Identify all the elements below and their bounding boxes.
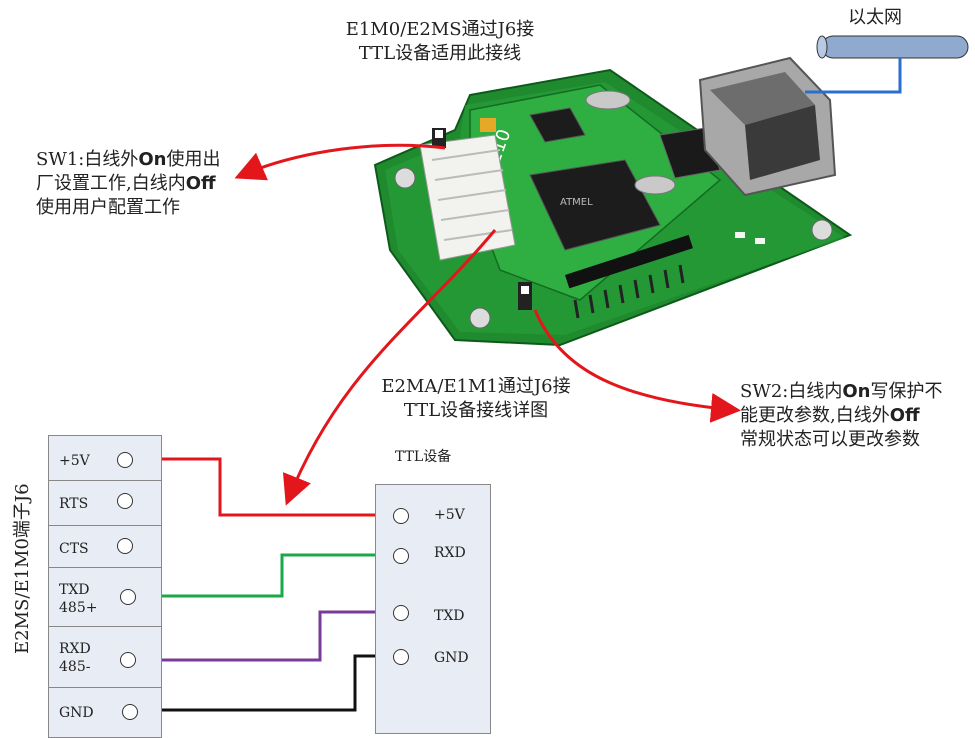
terminal-hole bbox=[117, 538, 133, 554]
wire-rxd-txd bbox=[135, 610, 392, 662]
wire-5v bbox=[133, 457, 392, 517]
terminal-hole bbox=[393, 605, 409, 621]
top-title: E1M0/E2MS通过J6接 TTL设备适用此接线 bbox=[330, 18, 550, 66]
ethernet-cable bbox=[821, 35, 969, 59]
j6-pin-row: TXD 485+ bbox=[49, 568, 161, 627]
j6-pin-row: GND bbox=[49, 688, 161, 738]
top-title-line1: E1M0/E2MS通过J6接 bbox=[345, 19, 535, 40]
sw2-note: SW2:白线内On写保护不 能更改参数,白线外Off 常规状态可以更改参数 bbox=[740, 381, 943, 450]
terminal-hole bbox=[120, 652, 136, 668]
sw1-note: SW1:白线外On使用出 厂设置工作,白线内Off 使用用户配置工作 bbox=[36, 149, 221, 218]
ttl-device-label: TTL设备 bbox=[395, 449, 452, 465]
wire-txd-rxd bbox=[135, 553, 392, 598]
sw1-arrow bbox=[234, 143, 446, 181]
ethernet-label: 以太网 bbox=[848, 7, 902, 28]
sw2-arrow bbox=[533, 309, 741, 423]
top-title-line2: TTL设备适用此接线 bbox=[358, 43, 522, 64]
wire-gnd bbox=[137, 654, 392, 712]
j6-pin-row: RXD 485- bbox=[49, 627, 161, 688]
j6-vertical-label: E2MS/E1M0端子J6 bbox=[12, 483, 33, 654]
terminal-hole bbox=[393, 508, 409, 524]
mid-title-line1: E2MA/E1M1通过J6接 bbox=[381, 376, 571, 397]
terminal-hole bbox=[393, 548, 409, 564]
ttl-device-block: +5V RXD TXD GND bbox=[375, 484, 491, 734]
mounting-hole bbox=[811, 219, 833, 241]
mid-title-line2: TTL设备接线详图 bbox=[403, 400, 549, 421]
terminal-hole bbox=[393, 649, 409, 665]
j6-arrow bbox=[282, 229, 497, 506]
j6-connector bbox=[419, 134, 516, 261]
mid-title: E2MA/E1M1通过J6接 TTL设备接线详图 bbox=[366, 375, 586, 423]
terminal-hole bbox=[117, 452, 133, 468]
j6-pin-row: RTS bbox=[49, 481, 161, 526]
j6-pin-row: +5V bbox=[49, 436, 161, 481]
mounting-hole bbox=[394, 167, 416, 189]
terminal-hole bbox=[117, 493, 133, 509]
terminal-hole bbox=[122, 704, 138, 720]
j6-pin-row: CTS bbox=[49, 526, 161, 568]
terminal-hole bbox=[120, 589, 136, 605]
mounting-hole bbox=[469, 307, 491, 329]
j6-terminal-block: +5V RTS CTS TXD 485+ RXD 485- GND bbox=[48, 435, 162, 738]
main-chip bbox=[529, 159, 661, 251]
svg-text:ATMEL: ATMEL bbox=[560, 197, 593, 208]
